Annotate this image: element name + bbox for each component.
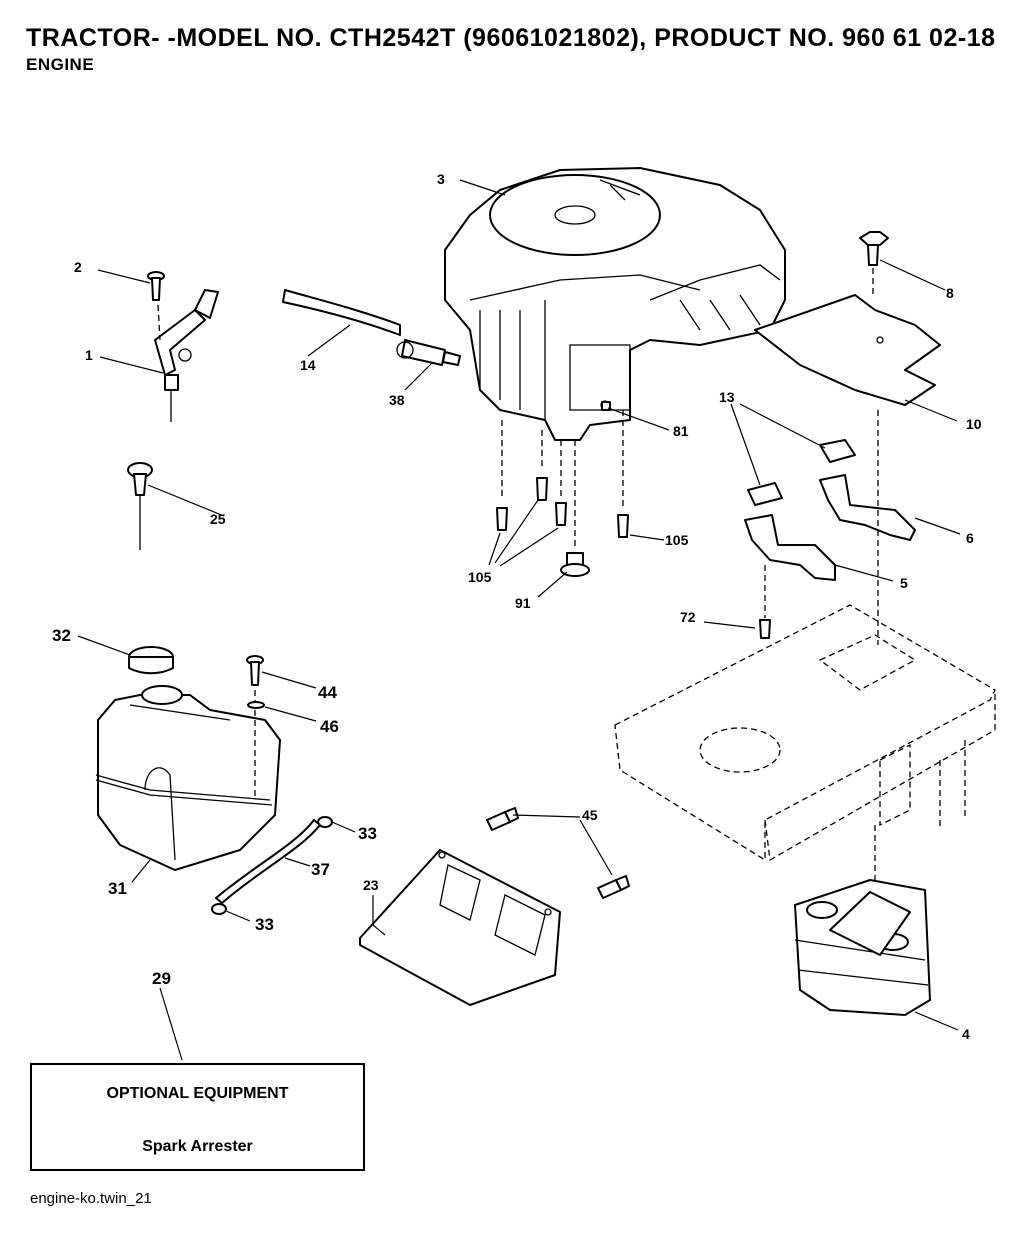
- callout-91: 91: [515, 595, 531, 611]
- callout-105-left: 105: [468, 569, 492, 585]
- callout-38: 38: [389, 392, 405, 408]
- callout-45: 45: [582, 807, 598, 823]
- washer-part-46: [247, 701, 265, 709]
- screw-part-44: [246, 655, 264, 800]
- heat-shield-part-10: [754, 294, 941, 406]
- callout-5: 5: [900, 575, 908, 591]
- callout-105-right: 105: [665, 532, 689, 548]
- throttle-control-part-1: [154, 289, 219, 422]
- callout-25: 25: [210, 511, 226, 527]
- callout-6: 6: [966, 530, 974, 546]
- optional-equipment-item: Spark Arrester: [142, 1138, 253, 1155]
- bolt-part-81: [601, 401, 611, 411]
- callout-29: 29: [152, 969, 171, 988]
- callout-81: 81: [673, 423, 689, 439]
- callout-23: 23: [363, 877, 379, 893]
- callout-10: 10: [966, 416, 982, 432]
- leader-lines: [77, 179, 961, 1061]
- callout-13: 13: [719, 389, 735, 405]
- callout-46: 46: [320, 717, 339, 736]
- fuel-line-part-37: [215, 819, 321, 904]
- callout-2: 2: [74, 259, 82, 275]
- fuel-line-part-14: [282, 289, 401, 336]
- callout-44: 44: [318, 683, 337, 702]
- bolt-part-72: [759, 410, 879, 645]
- callout-72: 72: [680, 609, 696, 625]
- exhaust-pipe-part-6: [819, 474, 916, 541]
- gasket-part-13: [747, 439, 856, 506]
- bracket-part-23: [359, 849, 561, 1006]
- exhaust-pipe-part-5: [744, 514, 836, 581]
- fuel-cap-part-32: [128, 646, 174, 675]
- spacer-part-91: [560, 552, 590, 577]
- fuel-tank-part-31: [95, 685, 281, 871]
- engine-part-3: [444, 167, 786, 441]
- callout-33-top: 33: [358, 824, 377, 843]
- callout-4: 4: [962, 1026, 970, 1042]
- page-title: TRACTOR- -MODEL NO. CTH2542T (9606102180…: [26, 24, 996, 52]
- fuel-filter-part-38: [396, 339, 461, 366]
- optional-equipment-heading: OPTIONAL EQUIPMENT: [106, 1085, 289, 1102]
- callout-37: 37: [311, 860, 330, 879]
- callout-3: 3: [437, 171, 445, 187]
- muffler-part-4: [794, 879, 931, 1016]
- callout-1: 1: [85, 347, 93, 363]
- optional-equipment-box: OPTIONAL EQUIPMENT Spark Arrester: [30, 1063, 365, 1171]
- diagram-filename: engine-ko.twin_21: [30, 1190, 152, 1207]
- clamp-part-33: [211, 816, 333, 915]
- callout-31: 31: [108, 879, 127, 898]
- bolts-part-45: [486, 807, 630, 899]
- callout-14: 14: [300, 357, 316, 373]
- choke-knob-part-25: [127, 462, 153, 550]
- callout-33-bottom: 33: [255, 915, 274, 934]
- page-subtitle: ENGINE: [26, 55, 95, 74]
- bolt-part-8: [859, 231, 889, 295]
- callout-32: 32: [52, 626, 71, 645]
- screw-part-2: [147, 271, 165, 301]
- bolts-part-105: [496, 410, 629, 550]
- callout-labels: 2 1 3 14 38 81 25 8 10 13 6 5 72 105 105…: [52, 171, 982, 1042]
- tractor-frame-reference: [614, 604, 996, 900]
- callout-8: 8: [946, 285, 954, 301]
